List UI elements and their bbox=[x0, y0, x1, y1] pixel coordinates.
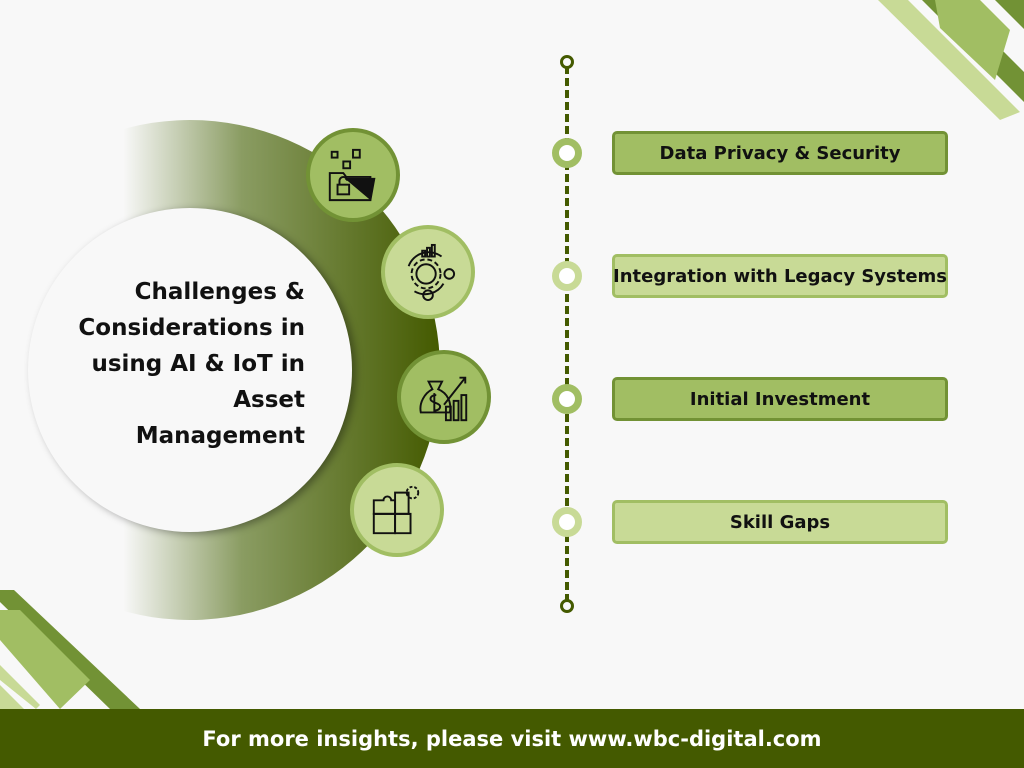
item-legacy-integration: Integration with Legacy Systems bbox=[612, 254, 948, 298]
timeline-line bbox=[565, 66, 569, 602]
item-data-privacy: Data Privacy & Security bbox=[612, 131, 948, 175]
item-initial-investment: Initial Investment bbox=[612, 377, 948, 421]
timeline-node bbox=[552, 138, 582, 168]
timeline-start-node bbox=[560, 55, 574, 69]
timeline-node bbox=[552, 507, 582, 537]
item-skill-gaps: Skill Gaps bbox=[612, 500, 948, 544]
corner-decoration-bottom-left bbox=[0, 590, 140, 709]
corner-decoration-top-right bbox=[878, 0, 1024, 120]
timeline-node bbox=[552, 261, 582, 291]
footer-banner: For more insights, please visit www.wbc-… bbox=[0, 709, 1024, 768]
title-circle bbox=[28, 208, 352, 532]
timeline-node bbox=[552, 384, 582, 414]
puzzle-gear-icon bbox=[350, 463, 444, 557]
gear-cycle-icon bbox=[381, 225, 475, 319]
main-title: Challenges & Considerations in using AI … bbox=[78, 279, 305, 449]
money-bag-growth-icon bbox=[397, 350, 491, 444]
folder-lock-icon bbox=[306, 128, 400, 222]
timeline-end-node bbox=[560, 599, 574, 613]
